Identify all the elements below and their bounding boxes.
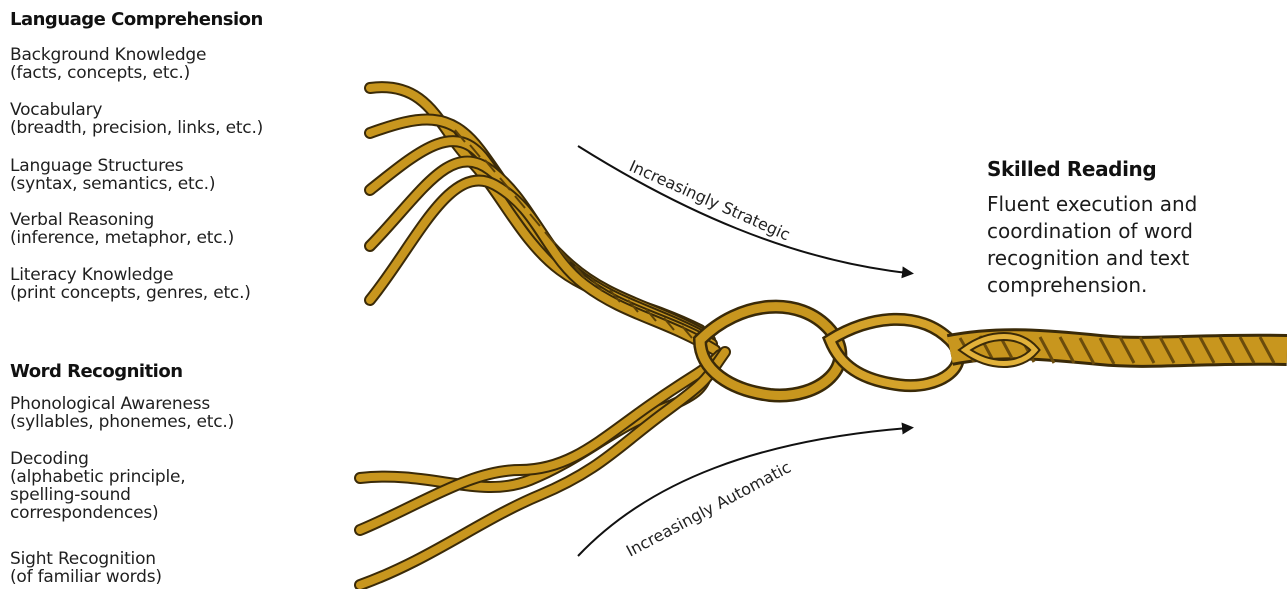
language-comprehension-strands xyxy=(370,87,715,350)
rope-loop xyxy=(830,319,958,385)
increasingly-automatic-label: Increasingly Automatic xyxy=(623,458,794,561)
merged-rope xyxy=(700,307,1287,396)
word-recognition-strands xyxy=(360,352,725,585)
strand-decoding xyxy=(360,355,720,530)
increasingly-strategic-label: Increasingly Strategic xyxy=(626,156,793,244)
rope-core xyxy=(950,344,1287,352)
strand-literacy-knowledge xyxy=(370,181,715,350)
